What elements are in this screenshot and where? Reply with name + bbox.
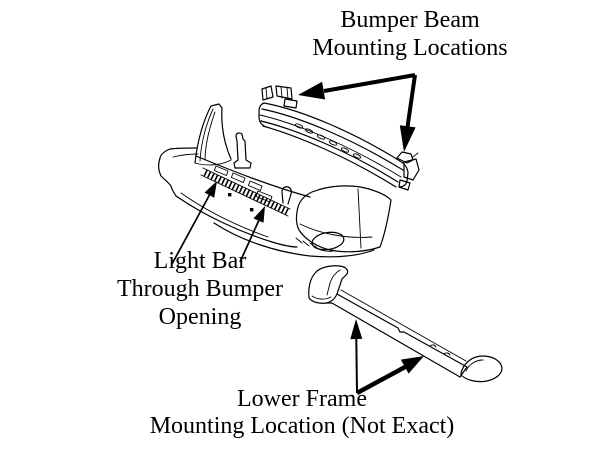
- bracket-box-line: [280, 86, 289, 100]
- strip-top-edge: [202, 167, 291, 210]
- cover-corner-panel: [295, 185, 392, 253]
- fog-inner-arc: [314, 245, 334, 252]
- beam-right-cap: [398, 162, 409, 188]
- frame-bar-topface: [340, 289, 467, 362]
- bracket-box: [403, 158, 420, 181]
- horn-base: [194, 159, 232, 166]
- cover-left-edge: [158, 147, 198, 197]
- bracket-nub: [283, 98, 298, 109]
- beam-arrow-right-shaft: [405, 74, 417, 128]
- light-bar-opening-label: Light Bar Through Bumper Opening: [100, 247, 300, 331]
- bumper-beam-arrows: [298, 73, 417, 152]
- beam-arrow-right-head: [399, 125, 416, 152]
- light-bar-arrow-left-shaft: [171, 193, 211, 265]
- fog-hatch-ticks: [295, 237, 317, 249]
- beam-arrow-left-head: [298, 81, 326, 100]
- label-line: Opening: [158, 304, 242, 330]
- cover-slot: [230, 172, 246, 183]
- light-bar-arrow-left-head: [204, 181, 217, 198]
- beam-right-bracket: [396, 151, 420, 191]
- fog-light-opening: [311, 231, 345, 251]
- frame-arrow-diag-head: [400, 356, 424, 374]
- beam-top-edge: [263, 102, 404, 164]
- horn-inner-line: [199, 108, 214, 162]
- light-bar-arrow-right-head: [253, 206, 265, 223]
- label-line: Light Bar: [153, 248, 247, 274]
- label-line: Lower Frame: [237, 386, 367, 412]
- beam-slot: [352, 153, 362, 159]
- horn-inner-line: [204, 111, 216, 161]
- frame-bar-top: [336, 293, 468, 368]
- frame-flange-inner: [311, 295, 332, 300]
- cover-bottom-edge: [175, 195, 298, 248]
- strip-hatching: [203, 169, 290, 216]
- frame-arrow-up-head: [350, 319, 363, 340]
- corner-outline: [295, 185, 392, 253]
- bracket-box: [261, 85, 274, 101]
- cover-face-rect: [255, 190, 273, 203]
- cover-valance-edge: [213, 222, 375, 258]
- cover-slot: [213, 165, 229, 176]
- lower-frame-arrows: [350, 319, 424, 395]
- beam-lower-edge: [260, 120, 399, 183]
- cover-bottom-inner: [180, 192, 269, 238]
- cover-slot-row: [213, 165, 263, 191]
- cover-face-dot: [250, 208, 254, 212]
- bracket-box-line: [265, 87, 268, 100]
- light-bar-opening-strip: [200, 167, 291, 217]
- beam-flange-edge: [262, 125, 397, 188]
- frame-bar-bottom: [325, 302, 461, 378]
- frame-right-foot: [460, 355, 503, 383]
- bracket-tick: [412, 152, 419, 158]
- beam-left-cap: [258, 102, 265, 127]
- strip-bottom-edge: [200, 174, 289, 217]
- horn-right-edge: [221, 107, 232, 160]
- frame-bar-bumps: [429, 344, 451, 356]
- cover-slot: [247, 180, 263, 191]
- front-bumper-cover-drawing: [158, 103, 392, 258]
- label-line: Through Bumper: [117, 276, 283, 302]
- frame-flange-inner: [326, 269, 341, 296]
- bracket-box: [275, 85, 293, 100]
- frame-arrow-up-shaft: [355, 338, 358, 394]
- corner-crease-horizontal: [299, 223, 373, 238]
- lower-frame-mounting-label: Lower Frame Mounting Location (Not Exact…: [118, 386, 486, 440]
- bumper-beam-mounting-label: Bumper Beam Mounting Locations: [295, 6, 525, 62]
- beam-mid-edge: [259, 114, 402, 178]
- beam-arrow-left-shaft: [323, 73, 416, 93]
- corner-crease-vertical: [357, 188, 362, 249]
- cover-top-channel: [195, 155, 311, 198]
- frame-left-flange: [308, 265, 349, 304]
- light-bar-arrows: [171, 181, 265, 265]
- frame-arrow-diag-shaft: [355, 364, 408, 395]
- cover-left-inner: [172, 153, 199, 158]
- beam-slots: [294, 123, 362, 159]
- light-bar-arrow-right-shaft: [239, 220, 260, 263]
- beam-slot: [328, 140, 338, 146]
- bumper-beam-drawing: [258, 85, 420, 191]
- beam-left-bracket: [261, 85, 298, 109]
- cover-face-dot: [228, 193, 232, 197]
- cover-sensor-bottle: [233, 132, 252, 169]
- beam-slot: [340, 147, 350, 153]
- label-line: Mounting Locations: [312, 35, 508, 61]
- bracket-foot: [398, 179, 411, 191]
- label-line: Mounting Location (Not Exact): [149, 413, 455, 439]
- frame-foot-inner: [465, 359, 484, 372]
- cover-horn: [194, 103, 232, 166]
- beam-slot: [316, 134, 326, 140]
- cover-tow-tab: [281, 186, 292, 205]
- lower-frame-drawing: [308, 265, 503, 383]
- beam-face-edge: [261, 108, 404, 171]
- beam-slot: [294, 123, 304, 129]
- label-line: Bumper Beam: [340, 7, 480, 33]
- beam-slot: [304, 128, 314, 134]
